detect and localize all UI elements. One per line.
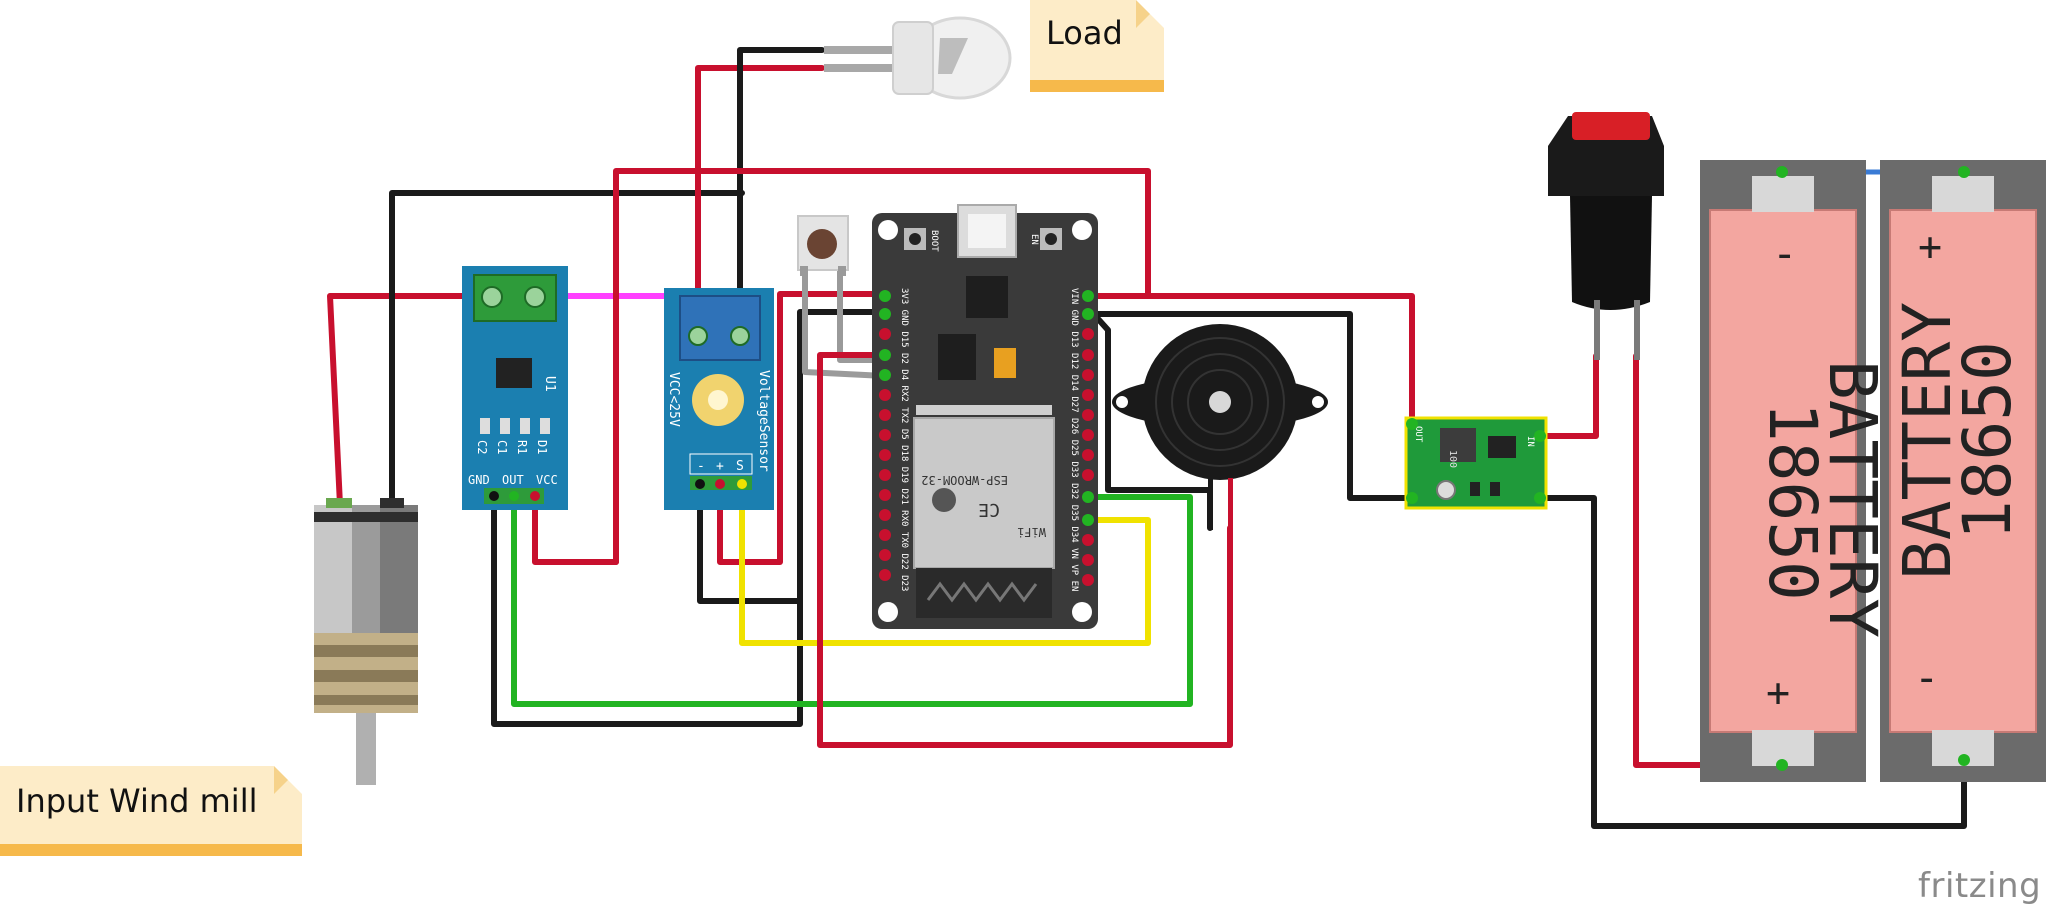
- note-fold: [274, 766, 302, 794]
- voltage-sensor-name: VoltageSensor: [756, 370, 771, 472]
- esp32-left-pins: 3V3 GND D15 D2 D4 RX2 TX2 D5 D18 D19 D21…: [899, 288, 909, 591]
- piezo-buzzer: [1112, 324, 1328, 530]
- esp32-wifi-label: WiFi: [1017, 525, 1046, 539]
- regulator-inductor-label: 100: [1447, 450, 1458, 468]
- wire-motor-red: [327, 293, 491, 508]
- wires: [327, 47, 1967, 829]
- battery-1-label1: 18650: [1754, 402, 1831, 601]
- wire-reg-batt-black: [1537, 495, 1967, 829]
- esp32-right-pins: VIN GND D13 D12 D14 D27 D26 D25 D33 D32 …: [1069, 288, 1079, 591]
- current-sensor-part-c2: C2: [475, 440, 489, 454]
- current-sensor-pin-vcc: VCC: [536, 473, 558, 487]
- wire-vs-pos-red: [717, 291, 888, 565]
- dc-motor: [314, 498, 418, 785]
- battery-2-label1: 18650: [1949, 341, 2026, 540]
- battery-1-top-sign: -: [1772, 229, 1797, 278]
- esp32-module-label: ESP-WROOM-32: [921, 473, 1008, 487]
- esp32-board: BOOT EN ESP-WROOM-32 WiFi CE 3V3 GND D15…: [872, 204, 1098, 629]
- esp32-right-header: [1082, 290, 1094, 586]
- battery-1: - + 18650 BATTERY: [1700, 160, 1891, 782]
- battery-1-label2: BATTERY: [1814, 360, 1891, 638]
- wire-vcc-red: [532, 493, 619, 565]
- note-wind-mill: Input Wind mill: [0, 766, 302, 856]
- tactile-button: [797, 215, 849, 276]
- note-fold: [1136, 0, 1164, 28]
- power-switch: [1548, 112, 1664, 360]
- wire-buzzer-red: [817, 352, 1233, 748]
- voltage-sensor-pin-neg: -: [697, 459, 705, 474]
- note-load-text: Load: [1046, 14, 1123, 52]
- current-sensor-chip-label: U1: [542, 376, 557, 392]
- battery-2-label2: BATTERY: [1889, 302, 1966, 580]
- current-sensor-board: U1 C2 C1 R1 D1 GND OUT VCC: [462, 266, 568, 510]
- wire-top-red-rail: [613, 168, 1151, 565]
- voltage-sensor-board: VoltageSensor VCC<25V - + S: [664, 288, 774, 510]
- wire-vs-neg-black: [697, 483, 803, 604]
- note-load: Load: [1030, 0, 1164, 92]
- wire-gnd-black: [491, 309, 888, 727]
- battery-2-top-sign: +: [1918, 224, 1942, 270]
- wire-vs-signal-yellow: [739, 483, 1151, 646]
- esp32-en-label: EN: [1029, 234, 1039, 245]
- wire-vin-red: [1087, 293, 1415, 425]
- buck-regulator: 100 OUT IN: [1404, 416, 1548, 510]
- regulator-in-label: IN: [1525, 436, 1535, 447]
- current-sensor-part-r1: R1: [515, 440, 529, 454]
- current-sensor-part-d1: D1: [535, 440, 549, 454]
- wire-gnd-reg-black: [1087, 311, 1415, 501]
- battery-1-bottom-sign: +: [1766, 670, 1790, 716]
- battery-2-bottom-sign: -: [1914, 653, 1939, 702]
- note-wind-text: Input Wind mill: [16, 782, 258, 820]
- wire-out-green: [511, 493, 1193, 707]
- wire-load-red: [695, 65, 825, 341]
- esp32-boot-label: BOOT: [929, 230, 939, 252]
- voltage-sensor-pin-pos: +: [716, 459, 724, 474]
- wire-button-gray: [837, 267, 888, 363]
- voltage-sensor-rating: VCC<25V: [666, 372, 681, 427]
- wire-motor-black: [389, 190, 745, 508]
- esp32-ce-label: CE: [978, 499, 1000, 520]
- esp32-left-header: [879, 290, 891, 581]
- current-sensor-pin-gnd: GND: [468, 473, 490, 487]
- led-load: [824, 16, 1012, 100]
- fritzing-logo: fritzing: [1918, 866, 2042, 906]
- wire-load-black: [737, 47, 825, 341]
- voltage-sensor-pin-s: S: [736, 459, 744, 474]
- current-sensor-pin-out: OUT: [502, 473, 524, 487]
- wire-button-gray2: [802, 267, 888, 379]
- regulator-out-label: OUT: [1413, 426, 1423, 443]
- battery-2: + - 18650 BATTERY: [1880, 160, 2046, 782]
- current-sensor-part-c1: C1: [495, 440, 509, 454]
- wire-reg-switch-red: [1537, 353, 1599, 439]
